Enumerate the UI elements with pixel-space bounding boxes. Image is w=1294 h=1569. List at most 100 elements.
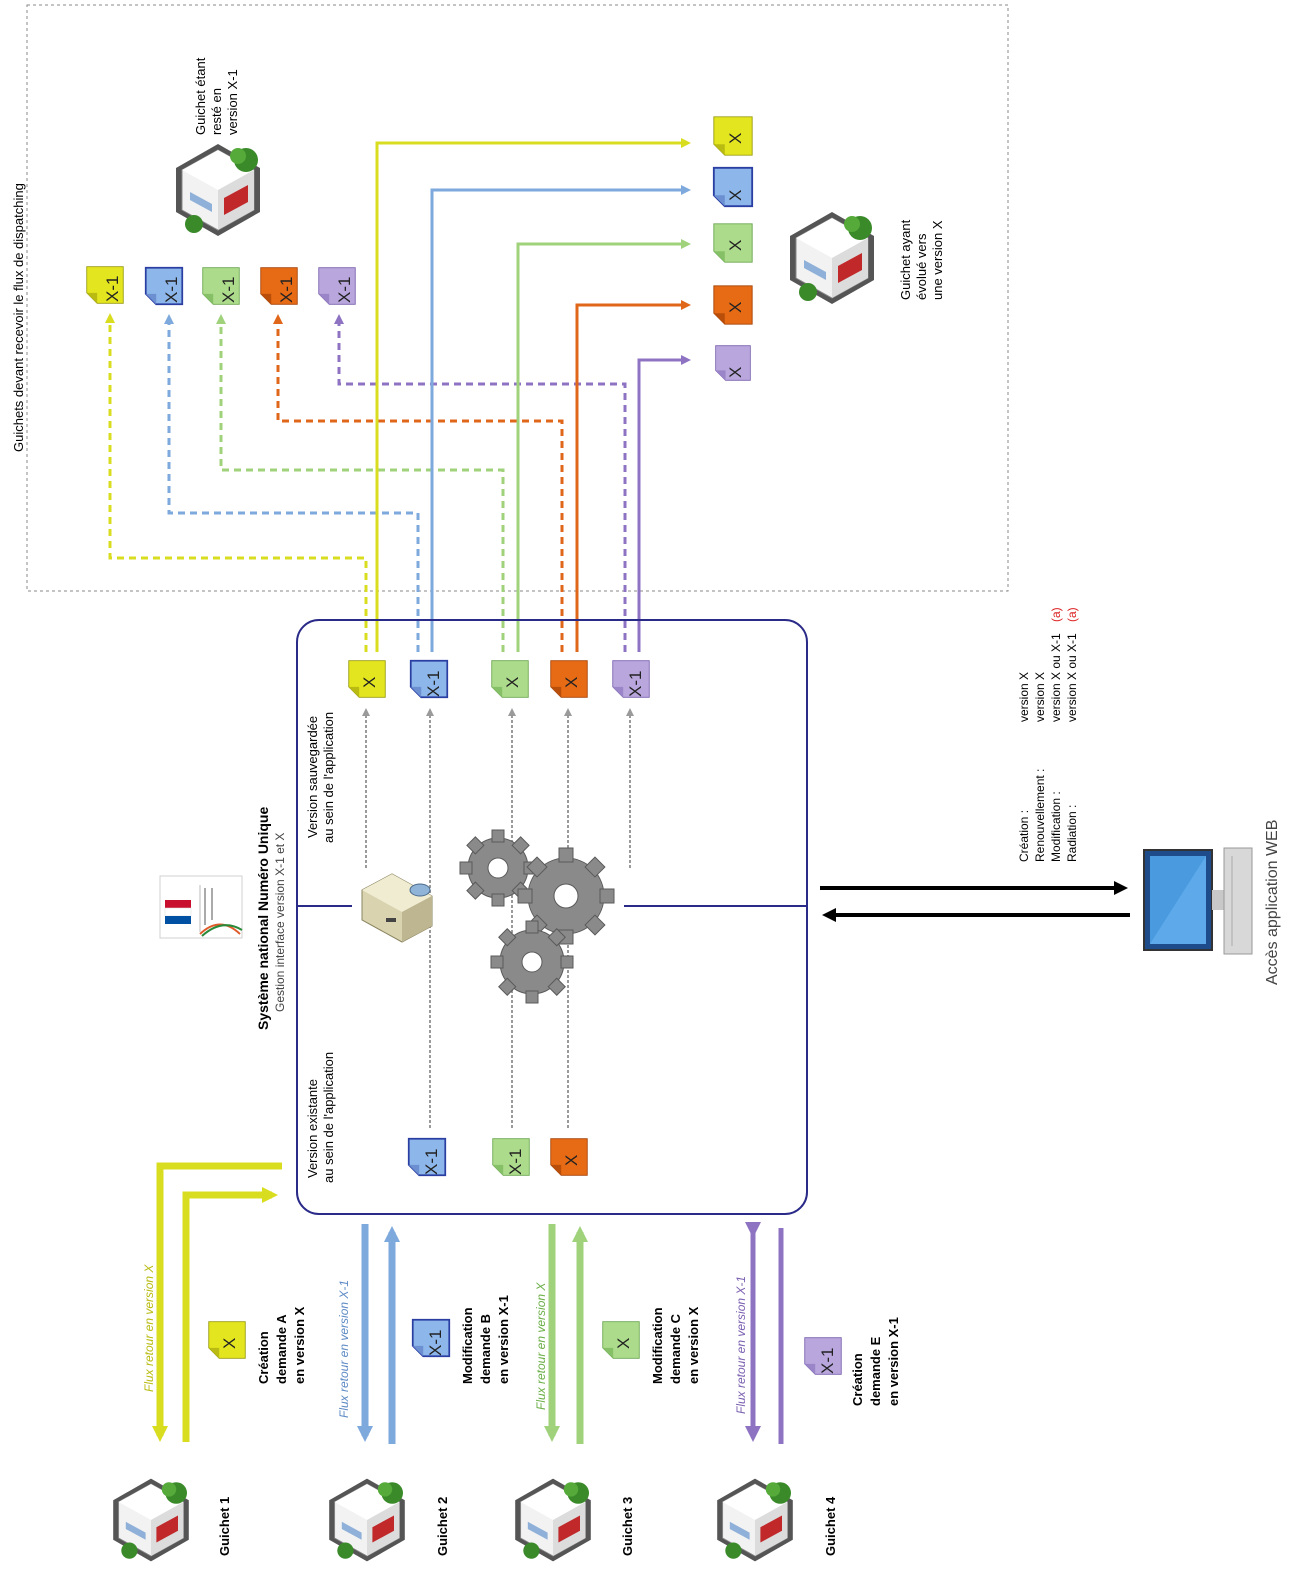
svg-text:X: X xyxy=(726,240,745,251)
guichet-4: Flux retour en version X-1 X-1 Création … xyxy=(716,1222,901,1562)
building-icon xyxy=(175,143,261,237)
saved-doc-purple-x1: X-1 xyxy=(612,660,650,698)
svg-text:X: X xyxy=(726,133,745,144)
received-doc-orange-x: X xyxy=(713,285,753,325)
svg-text:en version X-1: en version X-1 xyxy=(886,1317,901,1406)
svg-text:X: X xyxy=(360,677,379,688)
svg-text:X-1: X-1 xyxy=(162,277,181,303)
received-doc-green-x1: X-1 xyxy=(202,267,240,305)
svg-text:Version existante: Version existante xyxy=(305,1079,320,1178)
flow-orange-x xyxy=(575,300,691,652)
dispatch-flows-x1 xyxy=(105,313,627,652)
svg-text:X: X xyxy=(726,190,745,201)
guichet-name: Guichet 4 xyxy=(823,1496,838,1556)
building-icon xyxy=(514,1478,592,1562)
received-doc-purple-x1: X-1 xyxy=(318,267,356,305)
building-icon xyxy=(328,1478,406,1562)
svg-text:version X ou X-1: version X ou X-1 xyxy=(1049,633,1063,722)
svg-text:évolué vers: évolué vers xyxy=(914,233,929,300)
svg-text:X: X xyxy=(503,677,522,688)
svg-text:version X: version X xyxy=(1017,672,1031,722)
guichet-name: Guichet 2 xyxy=(435,1497,450,1556)
svg-text:Guichet ayant: Guichet ayant xyxy=(898,219,913,300)
flow-purple-x xyxy=(637,355,691,652)
svg-text:au sein de l'application: au sein de l'application xyxy=(321,1052,336,1183)
request-label: Modification demande C en version X xyxy=(650,1306,701,1384)
svg-text:X-1: X-1 xyxy=(277,277,296,303)
web-actions: Création : Renouvellement : Modification… xyxy=(1017,607,1079,862)
svg-text:Modification: Modification xyxy=(650,1307,665,1384)
svg-text:au sein de l'application: au sein de l'application xyxy=(321,712,336,843)
svg-text:demande B: demande B xyxy=(478,1314,493,1384)
svg-text:Version sauvegardée: Version sauvegardée xyxy=(305,716,320,838)
received-doc-orange-x1: X-1 xyxy=(260,267,298,305)
existing-doc-orange-x: X xyxy=(550,1138,588,1176)
system-title: Système national Numéro Unique Gestion i… xyxy=(255,807,287,1030)
svg-text:en version X-1: en version X-1 xyxy=(496,1295,511,1384)
svg-text:Gestion interface version X-1: Gestion interface version X-1 et X xyxy=(273,833,287,1012)
guichet-3: Flux retour en version X X Modification … xyxy=(514,1224,701,1562)
svg-text:version X ou X-1: version X ou X-1 xyxy=(1065,633,1079,722)
request-doc: X-1 xyxy=(804,1337,842,1375)
flux-label: Flux retour en version X-1 xyxy=(734,1276,748,1414)
svg-text:version X: version X xyxy=(1033,672,1047,722)
guichet-reste-label: Guichet étant resté en version X-1 xyxy=(193,57,240,135)
guichet-name: Guichet 3 xyxy=(620,1497,635,1556)
existing-doc-green-x1: X-1 xyxy=(492,1138,530,1176)
received-doc-yellow-x: X xyxy=(713,116,753,156)
ministry-logo-icon xyxy=(159,875,243,939)
request-doc: X xyxy=(208,1321,246,1359)
web-caption: Accès application WEB xyxy=(1264,820,1281,985)
flow-blue-x xyxy=(430,185,691,652)
saved-doc-green-x: X xyxy=(491,660,529,698)
received-doc-blue-x1: X-1 xyxy=(144,266,184,306)
received-doc-purple-x: X xyxy=(715,345,751,381)
svg-text:X-1: X-1 xyxy=(426,1330,445,1356)
guichet-2: Flux retour en version X-1 X-1 Modificat… xyxy=(328,1224,511,1562)
svg-text:Renouvellement :: Renouvellement : xyxy=(1033,769,1047,862)
svg-text:en version X: en version X xyxy=(686,1306,701,1384)
received-doc-yellow-x1: X-1 xyxy=(86,266,124,304)
svg-text:X: X xyxy=(726,367,745,378)
building-icon xyxy=(716,1478,794,1562)
flux-return-yellow xyxy=(152,1162,282,1442)
computer-icon xyxy=(1143,847,1253,955)
svg-text:une version X: une version X xyxy=(930,220,945,300)
svg-text:X: X xyxy=(562,677,581,688)
flux-label: Flux retour en version X xyxy=(534,1282,548,1410)
svg-text:Système national Numéro Unique: Système national Numéro Unique xyxy=(255,807,271,1030)
svg-text:Création: Création xyxy=(256,1331,271,1384)
svg-text:Création :: Création : xyxy=(1017,810,1031,862)
guichet-evolue-label: Guichet ayant évolué vers une version X xyxy=(898,219,945,300)
svg-text:X-1: X-1 xyxy=(506,1149,525,1175)
svg-text:X: X xyxy=(562,1155,581,1166)
guichet-1: Flux retour en version X X Création dema… xyxy=(112,1162,307,1562)
svg-text:Création: Création xyxy=(850,1353,865,1406)
saved-doc-blue-x1: X-1 xyxy=(409,659,449,699)
flow-green-x1 xyxy=(216,314,505,652)
flow-yellow-x1 xyxy=(105,313,368,652)
svg-text:X-1: X-1 xyxy=(103,276,122,302)
svg-text:X: X xyxy=(220,1338,239,1349)
request-label: Création demande E en version X-1 xyxy=(850,1317,901,1406)
svg-text:Modification :: Modification : xyxy=(1049,791,1063,862)
svg-text:en version X: en version X xyxy=(292,1306,307,1384)
building-icon xyxy=(789,211,875,305)
received-doc-blue-x: X xyxy=(712,166,754,208)
svg-text:X-1: X-1 xyxy=(818,1348,837,1374)
svg-text:X: X xyxy=(726,302,745,313)
svg-text:X-1: X-1 xyxy=(335,277,354,303)
flow-blue-x1 xyxy=(164,314,420,652)
flow-orange-x1 xyxy=(273,314,564,652)
svg-text:version X-1: version X-1 xyxy=(225,69,240,135)
existing-doc-blue-x1: X-1 xyxy=(407,1137,447,1177)
flow-purple-x1 xyxy=(334,314,627,652)
existing-version-label: Version existante au sein de l'applicati… xyxy=(305,1052,336,1183)
gears-icon xyxy=(459,829,615,1004)
flow-yellow-x xyxy=(375,138,691,652)
request-label: Création demande A en version X xyxy=(256,1306,307,1384)
request-doc: X xyxy=(602,1321,640,1359)
dispatch-box-title: Guichets devant recevoir le flux de disp… xyxy=(11,183,26,452)
svg-text:demande A: demande A xyxy=(274,1314,289,1384)
